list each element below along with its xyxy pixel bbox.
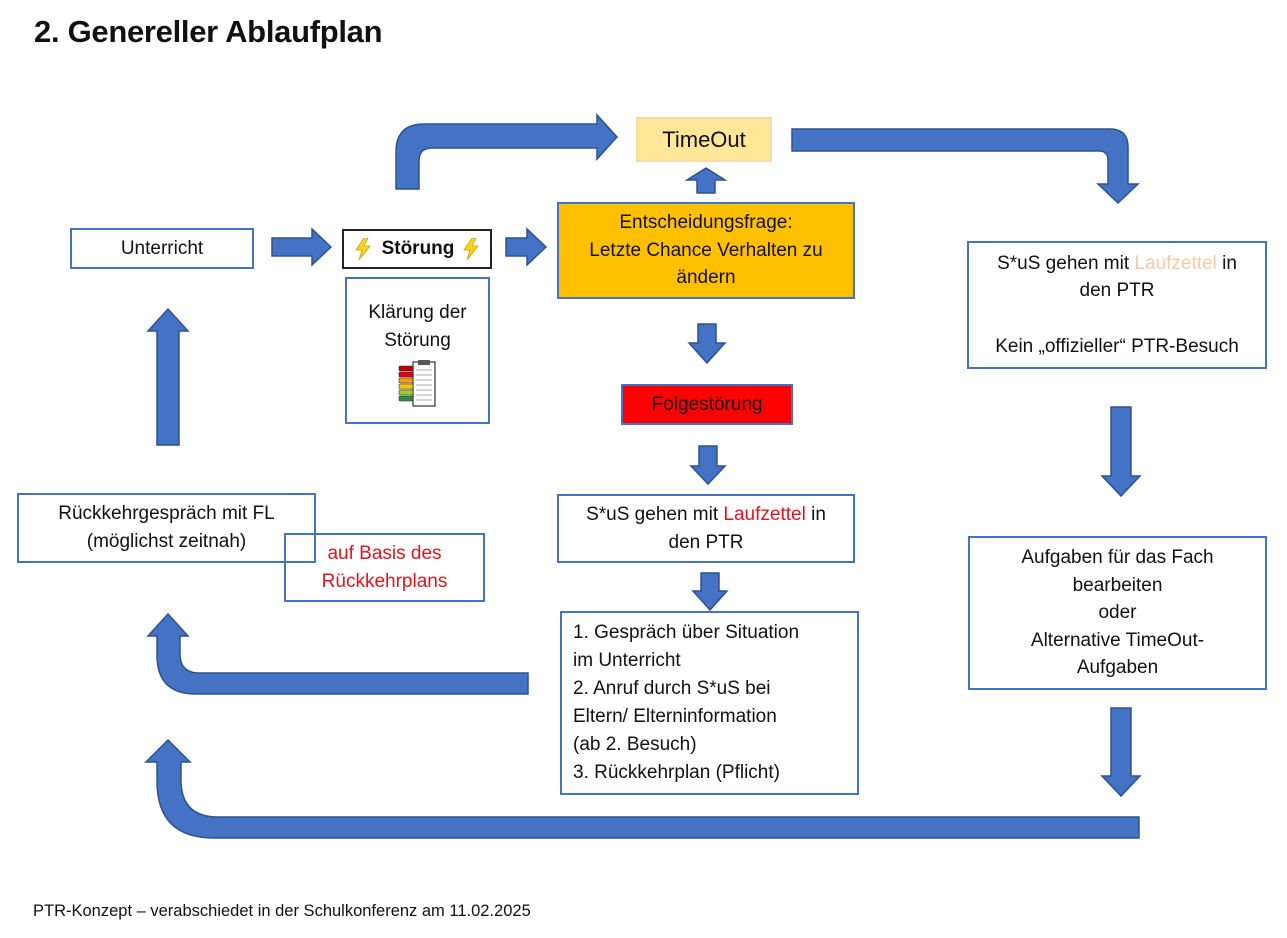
node-klaerung: Klärung der Störung: [345, 277, 490, 424]
entscheidung-line2: Letzte Chance Verhalten zu: [589, 239, 823, 261]
aufgaben-line2: bearbeiten: [1072, 574, 1163, 596]
ptr-middle-line2: den PTR: [668, 531, 744, 553]
ptr-right-line2: den PTR: [1079, 280, 1155, 302]
lightning-icon: [354, 238, 371, 260]
entscheidung-line3: ändern: [676, 267, 736, 289]
ptr-right-line1: S*uS gehen mit Laufzettel in: [997, 252, 1237, 274]
node-timeout: TimeOut: [636, 117, 772, 162]
rueckkehr-line1: Rückkehrgespräch mit FL: [58, 503, 275, 525]
arrow-aufgaben-to-rueckkehr: [144, 738, 1140, 839]
ptr-right-line3: Kein „offizieller“ PTR-Besuch: [995, 335, 1239, 357]
node-unterricht: Unterricht: [70, 228, 254, 269]
arrow-stoerung-to-timeout: [395, 113, 619, 190]
arrow-ptr-mid-to-steps: [691, 572, 729, 612]
klaerung-line1: Klärung der: [368, 302, 467, 323]
aufgaben-line5: Aufgaben: [1076, 657, 1159, 679]
basis-line1: auf Basis des: [327, 542, 442, 564]
aufgaben-line4: Alternative TimeOut-: [1030, 629, 1205, 651]
entscheidung-line1: Entscheidungsfrage:: [619, 212, 793, 234]
node-entscheidung: Entscheidungsfrage: Letzte Chance Verhal…: [557, 202, 855, 299]
arrow-aufgaben-down: [1100, 707, 1142, 798]
node-folgestoerung: Folgestörung: [621, 384, 793, 425]
arrow-stoerung-to-entscheidung: [505, 227, 548, 267]
klaerung-line2: Störung: [384, 329, 451, 351]
steps-line6: 3. Rückkehrplan (Pflicht): [573, 761, 780, 783]
basis-line2: Rückkehrplans: [321, 570, 448, 592]
timeout-label: TimeOut: [662, 126, 746, 152]
arrow-entscheidung-to-folge: [687, 323, 727, 365]
behavior-chart-icon: [398, 360, 436, 407]
node-stoerung: Störung: [342, 229, 492, 269]
page-title: 2. Genereller Ablaufplan: [34, 14, 383, 49]
rueckkehr-line2: (möglichst zeitnah): [86, 531, 247, 552]
laufzettel-label: Laufzettel: [723, 503, 806, 525]
steps-line1: 1. Gespräch über Situation: [573, 622, 800, 644]
arrow-ptr-right-to-aufgaben: [1100, 406, 1142, 498]
node-aufgaben: Aufgaben für das Fach bearbeiten oder Al…: [968, 536, 1267, 690]
node-rueckkehr: Rückkehrgespräch mit FL (möglichst zeitn…: [17, 493, 316, 563]
aufgaben-line1: Aufgaben für das Fach: [1021, 547, 1214, 569]
node-ptr-middle: S*uS gehen mit Laufzettel in den PTR: [557, 494, 855, 563]
lightning-icon: [463, 238, 480, 260]
node-steps: 1. Gespräch über Situation im Unterricht…: [560, 611, 859, 795]
arrow-rueckkehr-to-unterricht: [146, 307, 190, 446]
steps-line5: (ab 2. Besuch): [573, 733, 697, 755]
arrow-unterricht-to-stoerung: [271, 227, 333, 267]
aufgaben-line3: oder: [1098, 602, 1137, 624]
footer-note: PTR-Konzept – verabschiedet in der Schul…: [33, 902, 531, 920]
ptr-middle-line1: S*uS gehen mit Laufzettel in: [586, 503, 826, 525]
laufzettel-label: Laufzettel: [1134, 252, 1217, 274]
arrow-folge-to-ptr-mid: [689, 445, 727, 486]
node-basis: auf Basis des Rückkehrplans: [284, 533, 485, 602]
folgestoerung-label: Folgestörung: [651, 393, 763, 415]
stoerung-label: Störung: [381, 238, 455, 260]
steps-line4: Eltern/ Elterninformation: [573, 706, 777, 727]
steps-line2: im Unterricht: [573, 650, 681, 672]
arrow-entscheidung-to-timeout: [684, 167, 728, 194]
arrow-steps-to-rueckkehr: [146, 612, 529, 695]
steps-line3: 2. Anruf durch S*uS bei: [573, 678, 771, 700]
unterricht-label: Unterricht: [120, 237, 204, 259]
arrow-timeout-to-ptr-right: [791, 128, 1140, 205]
node-ptr-right: S*uS gehen mit Laufzettel in den PTR Kei…: [967, 241, 1267, 369]
